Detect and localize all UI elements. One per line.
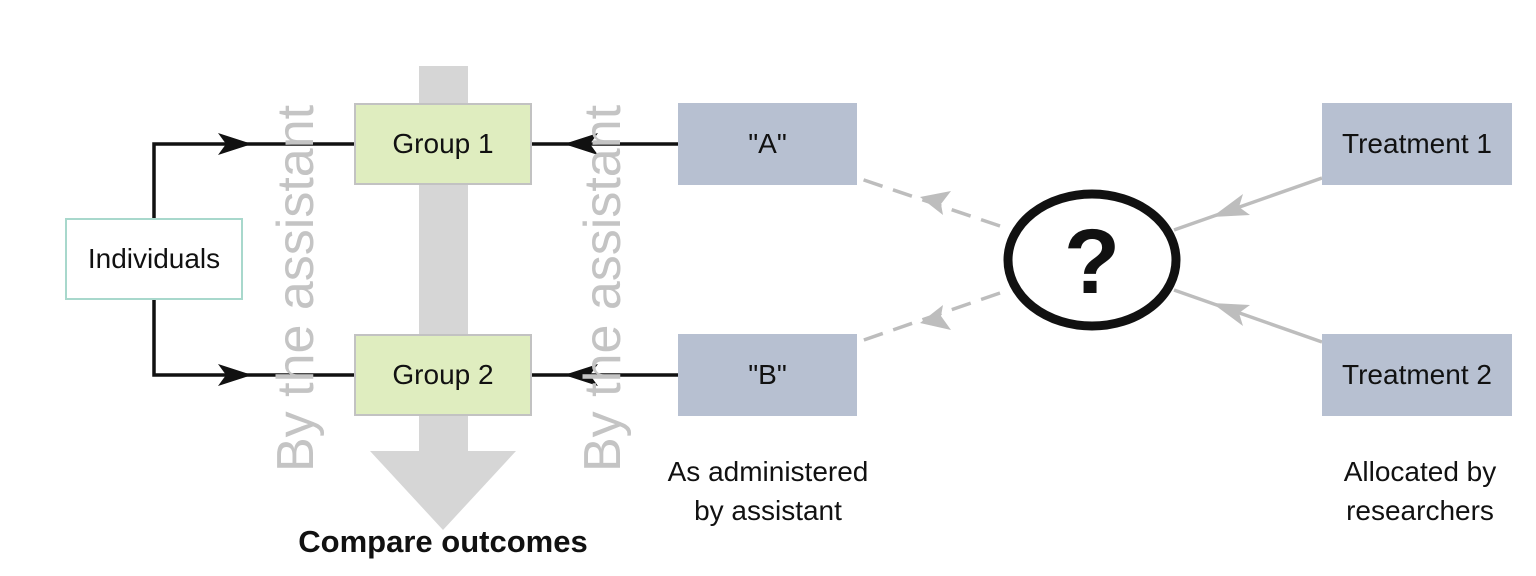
group1-label: Group 1 <box>392 128 494 159</box>
individuals-box: Individuals <box>65 218 243 300</box>
treatment2-box: Treatment 2 <box>1322 334 1512 416</box>
label-b-text: "B" <box>748 359 787 390</box>
individuals-label: Individuals <box>87 243 221 274</box>
compare-arrow <box>370 66 516 530</box>
by-assistant-label-right: By the assistant <box>574 104 632 472</box>
group2-label: Group 2 <box>392 359 494 390</box>
group2-box: Group 2 <box>354 334 532 416</box>
arrowhead-treatment1 <box>1212 194 1250 217</box>
allocated-caption: Allocated by researchers <box>1312 452 1528 530</box>
arrowhead-question-to-a <box>920 191 951 215</box>
treatment1-box: Treatment 1 <box>1322 103 1512 185</box>
arrowhead-to-group2 <box>218 364 252 386</box>
administered-caption: As administered by assistant <box>638 452 898 530</box>
arrowhead-to-group1 <box>218 133 252 155</box>
administered-line2: by assistant <box>694 495 842 526</box>
individuals-bracket <box>152 142 354 377</box>
treatment1-label: Treatment 1 <box>1342 128 1492 159</box>
compare-outcomes-label: Compare outcomes <box>298 524 588 559</box>
group1-box: Group 1 <box>354 103 532 185</box>
arrowhead-a-to-group1 <box>564 133 598 155</box>
question-circle <box>1003 189 1181 331</box>
question-mark: ? <box>1064 211 1120 313</box>
label-b-box: "B" <box>678 334 857 416</box>
administered-line1: As administered <box>667 456 869 487</box>
arrowhead-treatment2 <box>1212 303 1250 326</box>
arrowhead-question-to-b <box>920 305 951 330</box>
by-assistant-label-left: By the assistant <box>267 104 325 472</box>
treatment1-to-question-line <box>1173 176 1323 232</box>
treatment2-label: Treatment 2 <box>1342 359 1492 390</box>
arrowhead-b-to-group2 <box>564 364 598 386</box>
allocated-line2: researchers <box>1346 495 1494 526</box>
allocated-line1: Allocated by <box>1343 456 1497 487</box>
label-a-box: "A" <box>678 103 857 185</box>
treatment2-to-question-line <box>1173 288 1323 344</box>
label-a-text: "A" <box>748 128 787 159</box>
